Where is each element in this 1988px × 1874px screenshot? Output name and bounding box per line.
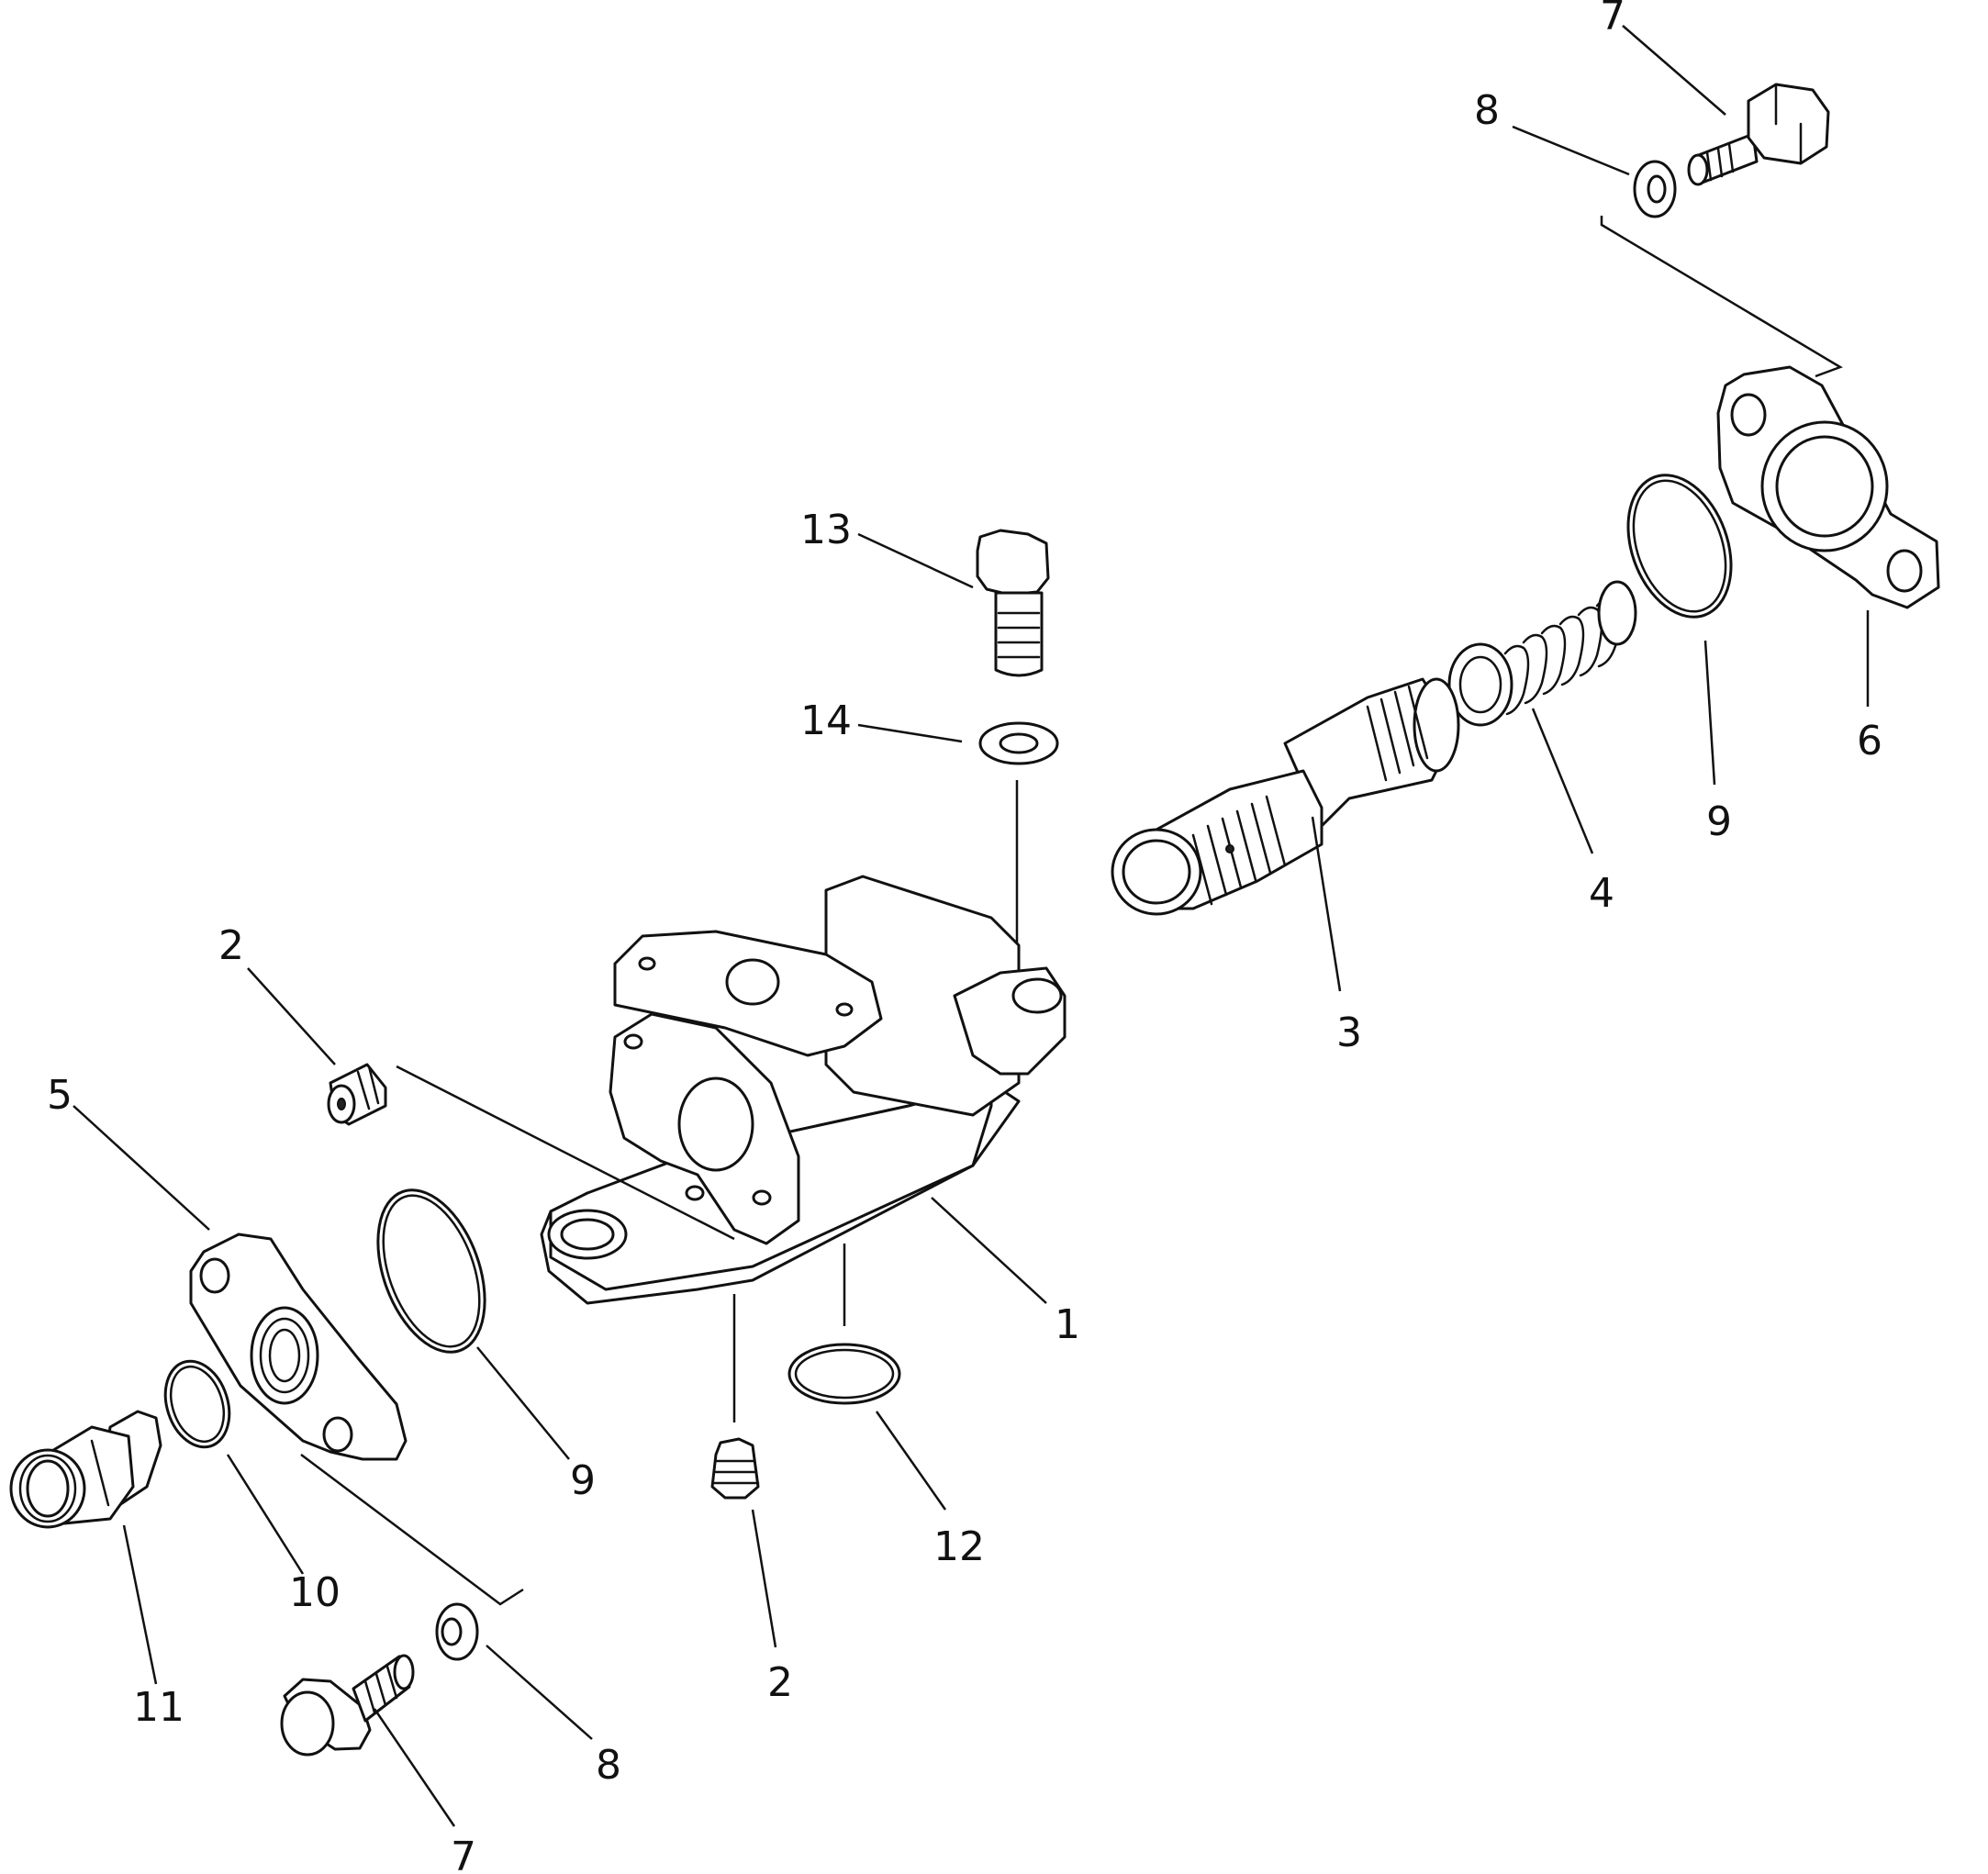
leader-1 xyxy=(931,1197,1047,1304)
cover-left-part xyxy=(189,1233,408,1461)
leader-10 xyxy=(226,1454,305,1575)
leader-11 xyxy=(122,1524,158,1685)
washer-center-part xyxy=(978,721,1059,765)
washer-bottom-part xyxy=(435,1602,479,1661)
callout-14: 14 xyxy=(800,697,852,744)
leader-14 xyxy=(857,723,963,743)
elbow-fitting-part xyxy=(9,1410,162,1529)
assembly-line-top-right xyxy=(1600,216,1843,378)
valve-part xyxy=(1111,677,1460,916)
spring-part xyxy=(1447,580,1637,727)
bolt-bottom-part xyxy=(280,1654,415,1757)
callout-9-right: 9 xyxy=(1706,798,1732,845)
callout-2-bottom: 2 xyxy=(767,1659,793,1706)
leader-2-bottom xyxy=(751,1509,777,1648)
plug-top-part xyxy=(327,1063,387,1126)
leader-7-top xyxy=(1622,25,1726,116)
leader-2-top xyxy=(247,967,336,1065)
leader-9-right xyxy=(1703,640,1716,786)
washer-top-part xyxy=(1633,160,1677,218)
leader-12 xyxy=(875,1411,947,1511)
assembly-line-plug xyxy=(396,1065,735,1241)
assembly-line-bottom-left xyxy=(300,1454,524,1606)
callout-8-top: 8 xyxy=(1474,87,1500,134)
callout-6: 6 xyxy=(1857,718,1882,764)
callout-8-bottom: 8 xyxy=(596,1742,621,1789)
callout-3: 3 xyxy=(1336,1010,1362,1056)
oring-small-part xyxy=(163,1359,231,1449)
plug-bottom-part xyxy=(710,1437,760,1500)
oring-right-part xyxy=(1626,474,1733,619)
leader-7-bottom xyxy=(373,1708,456,1827)
callout-7-bottom: 7 xyxy=(451,1834,476,1874)
callout-1: 1 xyxy=(1055,1301,1080,1348)
leader-9-left xyxy=(476,1346,570,1460)
leader-8-top xyxy=(1512,125,1630,176)
callout-13: 13 xyxy=(800,507,852,553)
callout-7-top: 7 xyxy=(1600,0,1625,39)
leader-13 xyxy=(857,532,974,589)
leader-5 xyxy=(73,1105,210,1231)
oring-left-part xyxy=(376,1188,486,1354)
bolt-center-part xyxy=(976,529,1050,677)
callout-5: 5 xyxy=(47,1072,73,1119)
callout-11: 11 xyxy=(133,1684,184,1731)
leader-4 xyxy=(1531,708,1594,854)
leader-3 xyxy=(1311,816,1342,992)
callout-2-top: 2 xyxy=(218,922,244,969)
callout-12: 12 xyxy=(933,1523,985,1570)
callout-9-left: 9 xyxy=(570,1457,596,1504)
bolt-top-part xyxy=(1687,83,1830,186)
valve-body-part xyxy=(540,875,1067,1305)
cover-right-part xyxy=(1716,365,1940,609)
callout-4: 4 xyxy=(1589,870,1614,917)
leader-8-bottom xyxy=(486,1645,593,1740)
callout-10: 10 xyxy=(289,1569,341,1616)
oring-bottom-part xyxy=(787,1343,901,1405)
